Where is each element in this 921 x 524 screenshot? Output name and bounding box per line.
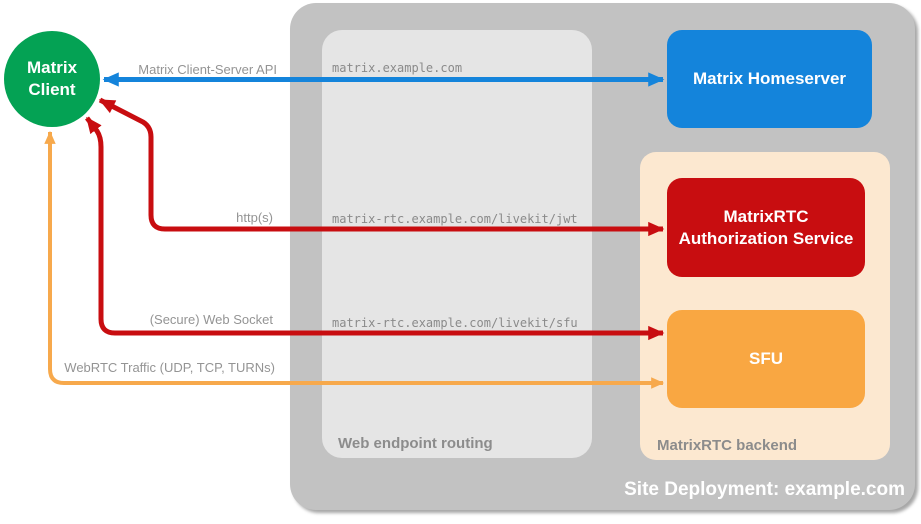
sfu-label: SFU: [749, 349, 783, 369]
edge-label-secure-web-socket: (Secure) Web Socket: [149, 312, 273, 327]
matrixrtc-backend-label: MatrixRTC backend: [657, 437, 798, 454]
web-endpoint-routing-label: Web endpoint routing: [338, 435, 493, 452]
matrix-client-label: Matrix Client: [26, 57, 78, 99]
endpoint-livekit-sfu: matrix-rtc.example.com/livekit/sfu: [332, 316, 578, 330]
node-sfu: SFU: [667, 310, 865, 408]
edge-label-webrtc-traffic: WebRTC Traffic (UDP, TCP, TURNs): [64, 360, 275, 375]
endpoint-livekit-jwt: matrix-rtc.example.com/livekit/jwt: [332, 212, 578, 226]
node-matrixrtc-authorization-service: MatrixRTC Authorization Service: [667, 178, 865, 277]
matrix-homeserver-label: Matrix Homeserver: [692, 69, 847, 89]
site-deployment-label: Site Deployment: example.com: [624, 479, 905, 500]
endpoint-matrix-example-com: matrix.example.com: [332, 61, 463, 75]
web-endpoint-routing-container: [322, 30, 592, 458]
edge-label-client-server-api: Matrix Client-Server API: [138, 62, 277, 77]
edge-label-https: http(s): [236, 210, 273, 225]
node-matrix-homeserver: Matrix Homeserver: [667, 30, 872, 128]
node-matrix-client: Matrix Client: [4, 31, 100, 127]
auth-service-label: MatrixRTC Authorization Service: [678, 206, 854, 248]
